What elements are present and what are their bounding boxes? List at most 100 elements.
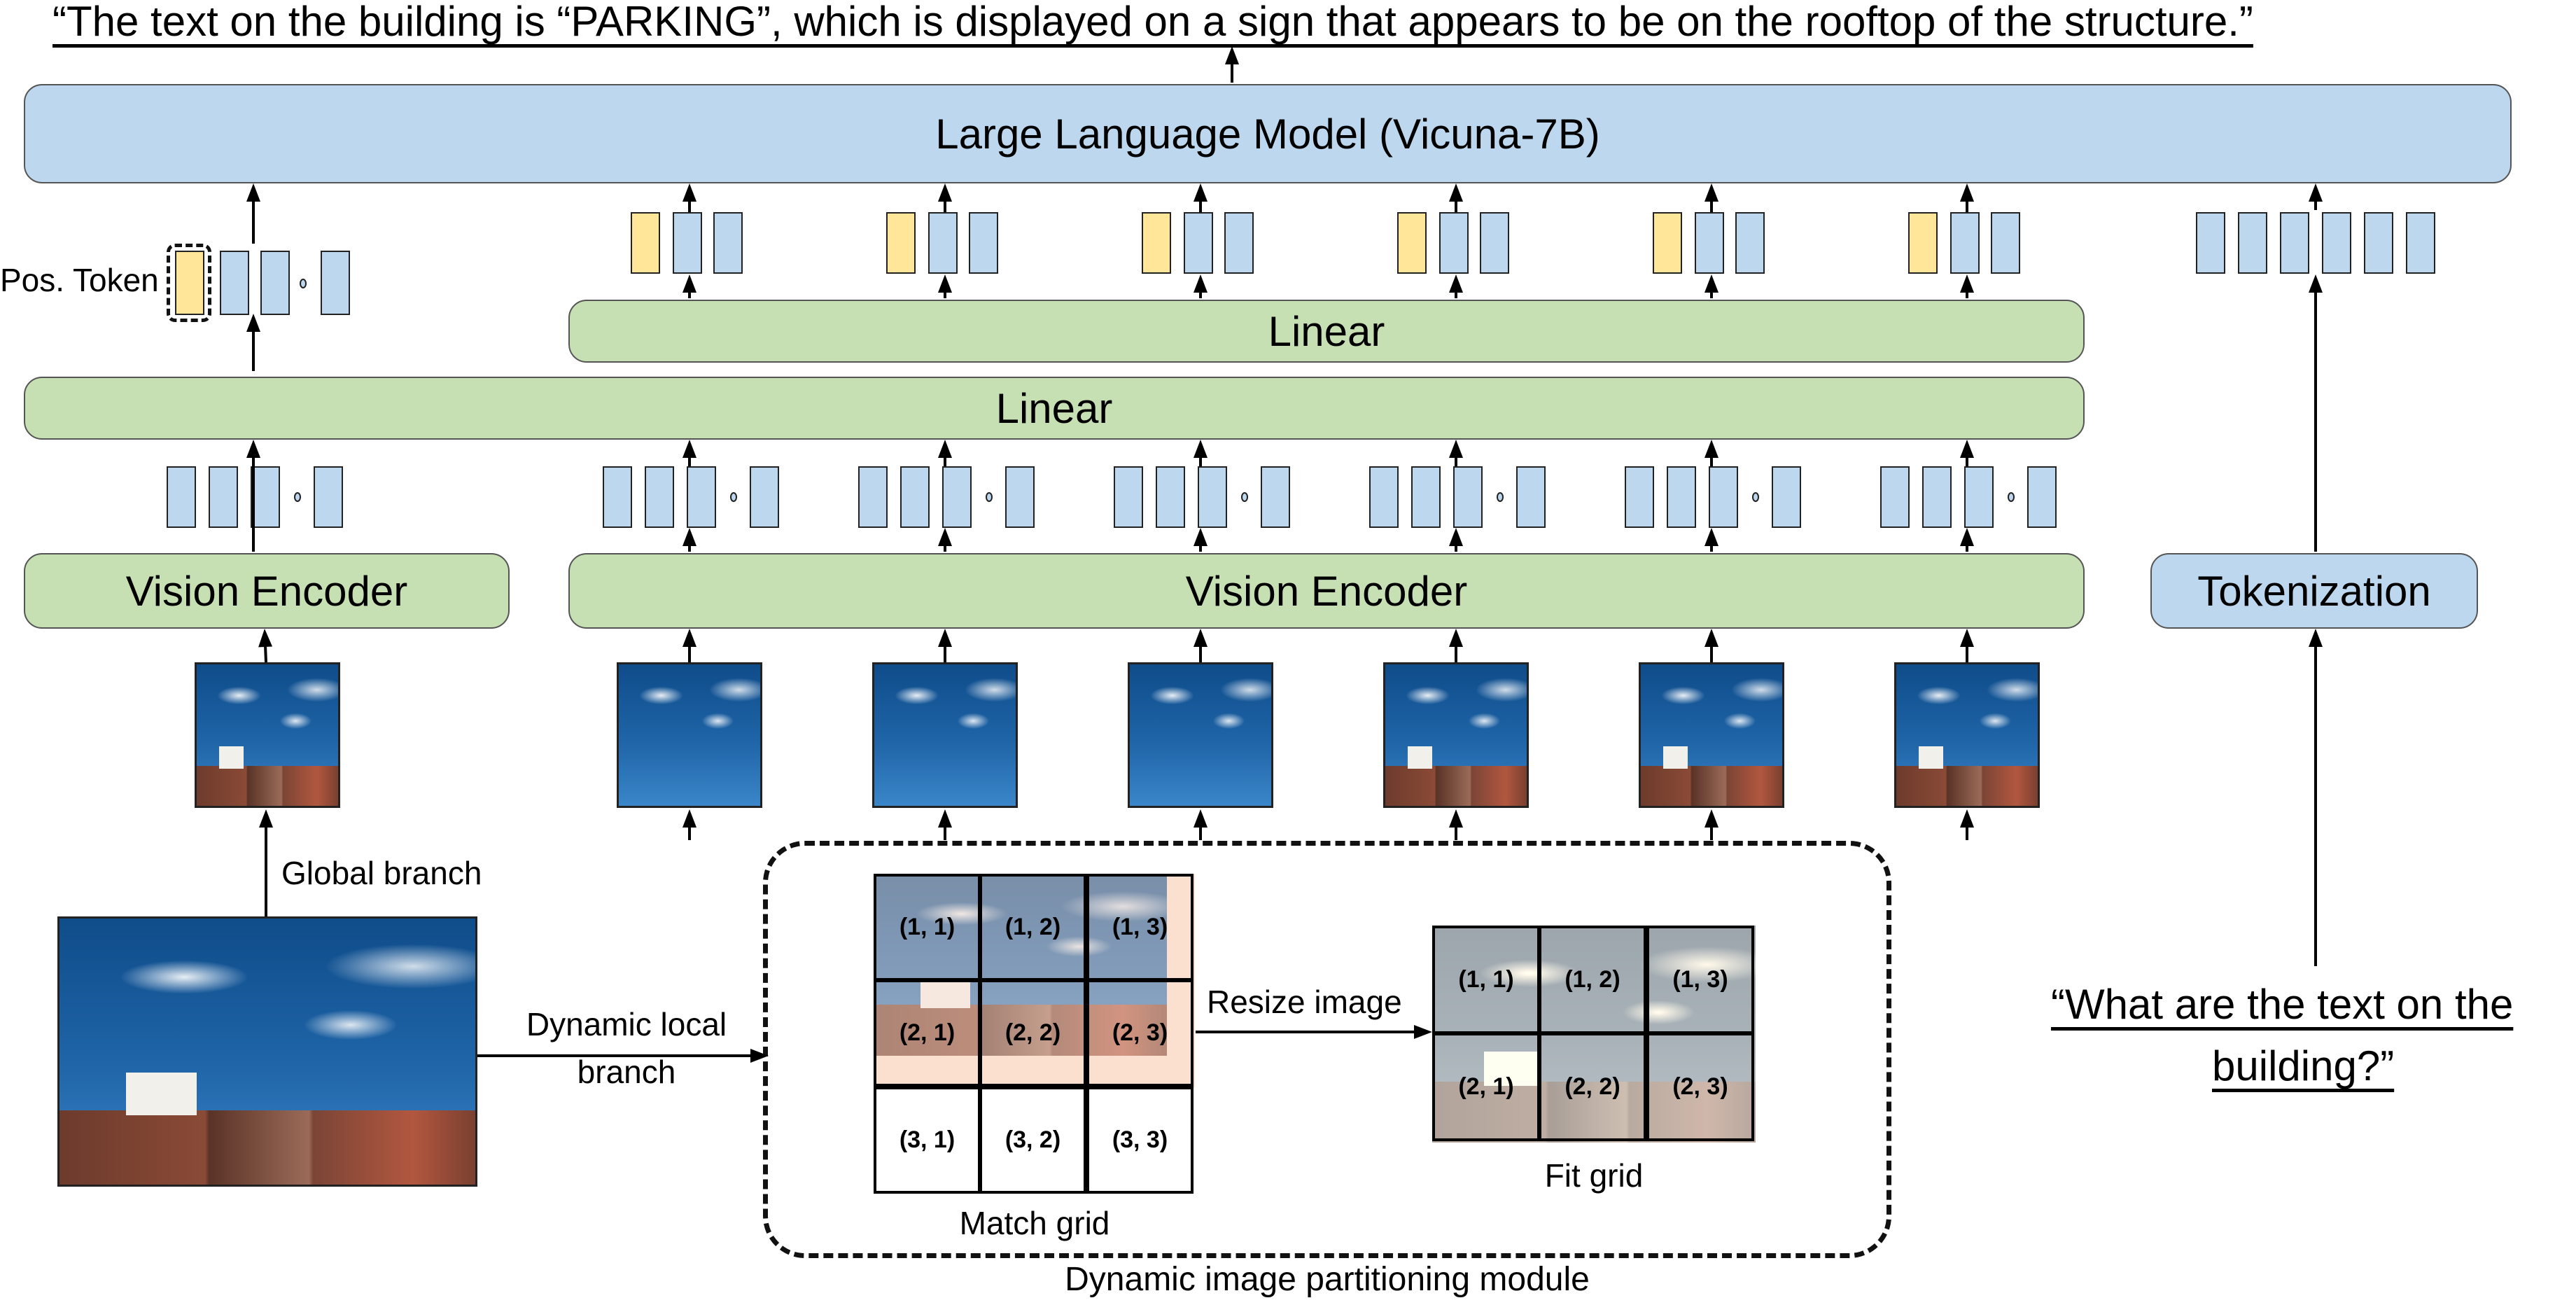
arrow-global-linear-to-tokens bbox=[246, 314, 260, 371]
question-line1: “What are the text on the bbox=[2051, 981, 2514, 1028]
parking-sign bbox=[126, 1073, 197, 1116]
arrow-llm-to-answer bbox=[1225, 46, 1239, 83]
vision-encoder-local-box: Vision Encoder bbox=[568, 553, 2085, 629]
arrow-tokens-to-llm bbox=[1449, 183, 1463, 212]
arrow-crop-to-encoder bbox=[1194, 629, 1208, 662]
vision-encoder-global-box: Vision Encoder bbox=[24, 553, 510, 629]
visual-token bbox=[1695, 212, 1724, 274]
match-grid-label: Match grid bbox=[959, 1205, 1110, 1241]
pos-token-label: Pos. Token bbox=[0, 262, 159, 298]
ellipsis-dot-icon bbox=[1241, 492, 1248, 502]
visual-token bbox=[1184, 212, 1213, 274]
llm-box: Large Language Model (Vicuna-7B) bbox=[24, 84, 2512, 183]
arrow-encoder-to-tokens bbox=[1960, 528, 1974, 552]
visual-token bbox=[1198, 466, 1227, 528]
visual-token bbox=[1991, 212, 2020, 274]
arrow-module-to-crop bbox=[1194, 809, 1208, 840]
output-answer: “The text on the building is “PARKING”, … bbox=[52, 0, 2253, 45]
arrow-linear-to-tokens bbox=[1704, 274, 1718, 298]
fit-grid-label: Fit grid bbox=[1544, 1157, 1644, 1194]
input-image bbox=[57, 916, 477, 1187]
arrow-encoder-to-tokens bbox=[1194, 528, 1208, 552]
arrow-encoder-to-tokens bbox=[1449, 528, 1463, 552]
visual-token bbox=[1114, 466, 1143, 528]
visual-token bbox=[1735, 212, 1765, 274]
crop-2-2 bbox=[1639, 662, 1784, 808]
visual-token bbox=[260, 251, 290, 315]
tokenization-label: Tokenization bbox=[2197, 567, 2431, 615]
ellipsis-dot-icon bbox=[730, 492, 737, 502]
arrow-text-tokens-to-llm bbox=[2309, 183, 2323, 210]
crop-1-1 bbox=[617, 662, 762, 808]
building-silhouette bbox=[1641, 766, 1782, 806]
arrow-tokens-to-linear bbox=[1194, 440, 1208, 466]
arrow-linear-to-tokens bbox=[1960, 274, 1974, 298]
parking-sign bbox=[1919, 746, 1943, 769]
visual-token bbox=[1516, 466, 1546, 528]
arrow-tokens-to-linear bbox=[938, 440, 952, 466]
text-token bbox=[2196, 212, 2225, 274]
fit-grid-cell-2-3: (2, 3) bbox=[1646, 1033, 1754, 1141]
match-grid-cell-2-2: (2, 2) bbox=[979, 979, 1086, 1087]
visual-token bbox=[209, 466, 238, 528]
text-token bbox=[2364, 212, 2393, 274]
visual-token bbox=[928, 212, 958, 274]
arrow-tokens-to-linear bbox=[1960, 440, 1974, 466]
position-token bbox=[886, 212, 916, 274]
text-token bbox=[2406, 212, 2435, 274]
crop-2-1 bbox=[1383, 662, 1529, 808]
building-silhouette bbox=[59, 1110, 475, 1185]
global-image-thumbnail bbox=[195, 662, 340, 808]
arrow-global-encoder-to-tokens bbox=[246, 440, 260, 552]
parking-sign bbox=[219, 746, 244, 769]
visual-token bbox=[1261, 466, 1290, 528]
arrow-resize-image bbox=[1196, 1025, 1432, 1039]
crop-1-2 bbox=[872, 662, 1018, 808]
linear-upper-label: Linear bbox=[1268, 307, 1385, 355]
visual-token bbox=[1709, 466, 1738, 528]
visual-token bbox=[645, 466, 674, 528]
arrow-input-to-global-thumb bbox=[259, 809, 273, 916]
visual-token bbox=[2027, 466, 2057, 528]
visual-token bbox=[1224, 212, 1254, 274]
vision-encoder-global-label: Vision Encoder bbox=[125, 567, 408, 615]
dynamic-local-branch-label-line2: branch bbox=[577, 1054, 676, 1090]
visual-token bbox=[1439, 212, 1469, 274]
crop-2-3 bbox=[1894, 662, 2040, 808]
partition-module-frame bbox=[763, 841, 1891, 1258]
ellipsis-dot-icon bbox=[294, 492, 301, 502]
building-silhouette bbox=[1385, 766, 1527, 806]
position-token bbox=[1142, 212, 1171, 274]
arrow-encoder-to-tokens bbox=[938, 528, 952, 552]
arrow-linear-to-tokens bbox=[1449, 274, 1463, 298]
position-token bbox=[1653, 212, 1682, 274]
fit-grid: (1, 1)(1, 2)(1, 3)(2, 1)(2, 2)(2, 3) bbox=[1432, 926, 1756, 1143]
visual-token bbox=[750, 466, 779, 528]
visual-token bbox=[900, 466, 930, 528]
arrow-tokens-to-llm bbox=[1704, 183, 1718, 212]
match-grid-cell-3-2: (3, 2) bbox=[979, 1087, 1086, 1194]
arrow-module-to-crop bbox=[1449, 809, 1463, 840]
parking-sign bbox=[1483, 1051, 1539, 1087]
arrow-tokens-to-linear bbox=[682, 440, 696, 466]
visual-token bbox=[314, 466, 343, 528]
visual-token bbox=[858, 466, 888, 528]
arrow-linear-to-tokens bbox=[1194, 274, 1208, 298]
arrow-linear-to-tokens bbox=[682, 274, 696, 298]
match-grid-cell-1-3: (1, 3) bbox=[1086, 874, 1194, 981]
parking-sign bbox=[1663, 746, 1688, 769]
visual-token bbox=[603, 466, 632, 528]
arrow-encoder-to-tokens bbox=[1704, 528, 1718, 552]
arrow-tokens-to-linear bbox=[1704, 440, 1718, 466]
visual-token bbox=[1480, 212, 1509, 274]
question-line2: building?” bbox=[2212, 1042, 2395, 1089]
arrow-encoder-to-tokens bbox=[682, 528, 696, 552]
ellipsis-dot-icon bbox=[2008, 492, 2015, 502]
text-token bbox=[2238, 212, 2267, 274]
visual-token bbox=[1156, 466, 1185, 528]
arrow-global-thumb-to-encoder bbox=[258, 629, 273, 663]
match-grid-cell-3-1: (3, 1) bbox=[874, 1087, 981, 1194]
visual-token bbox=[713, 212, 743, 274]
vision-encoder-local-label: Vision Encoder bbox=[1185, 567, 1468, 615]
